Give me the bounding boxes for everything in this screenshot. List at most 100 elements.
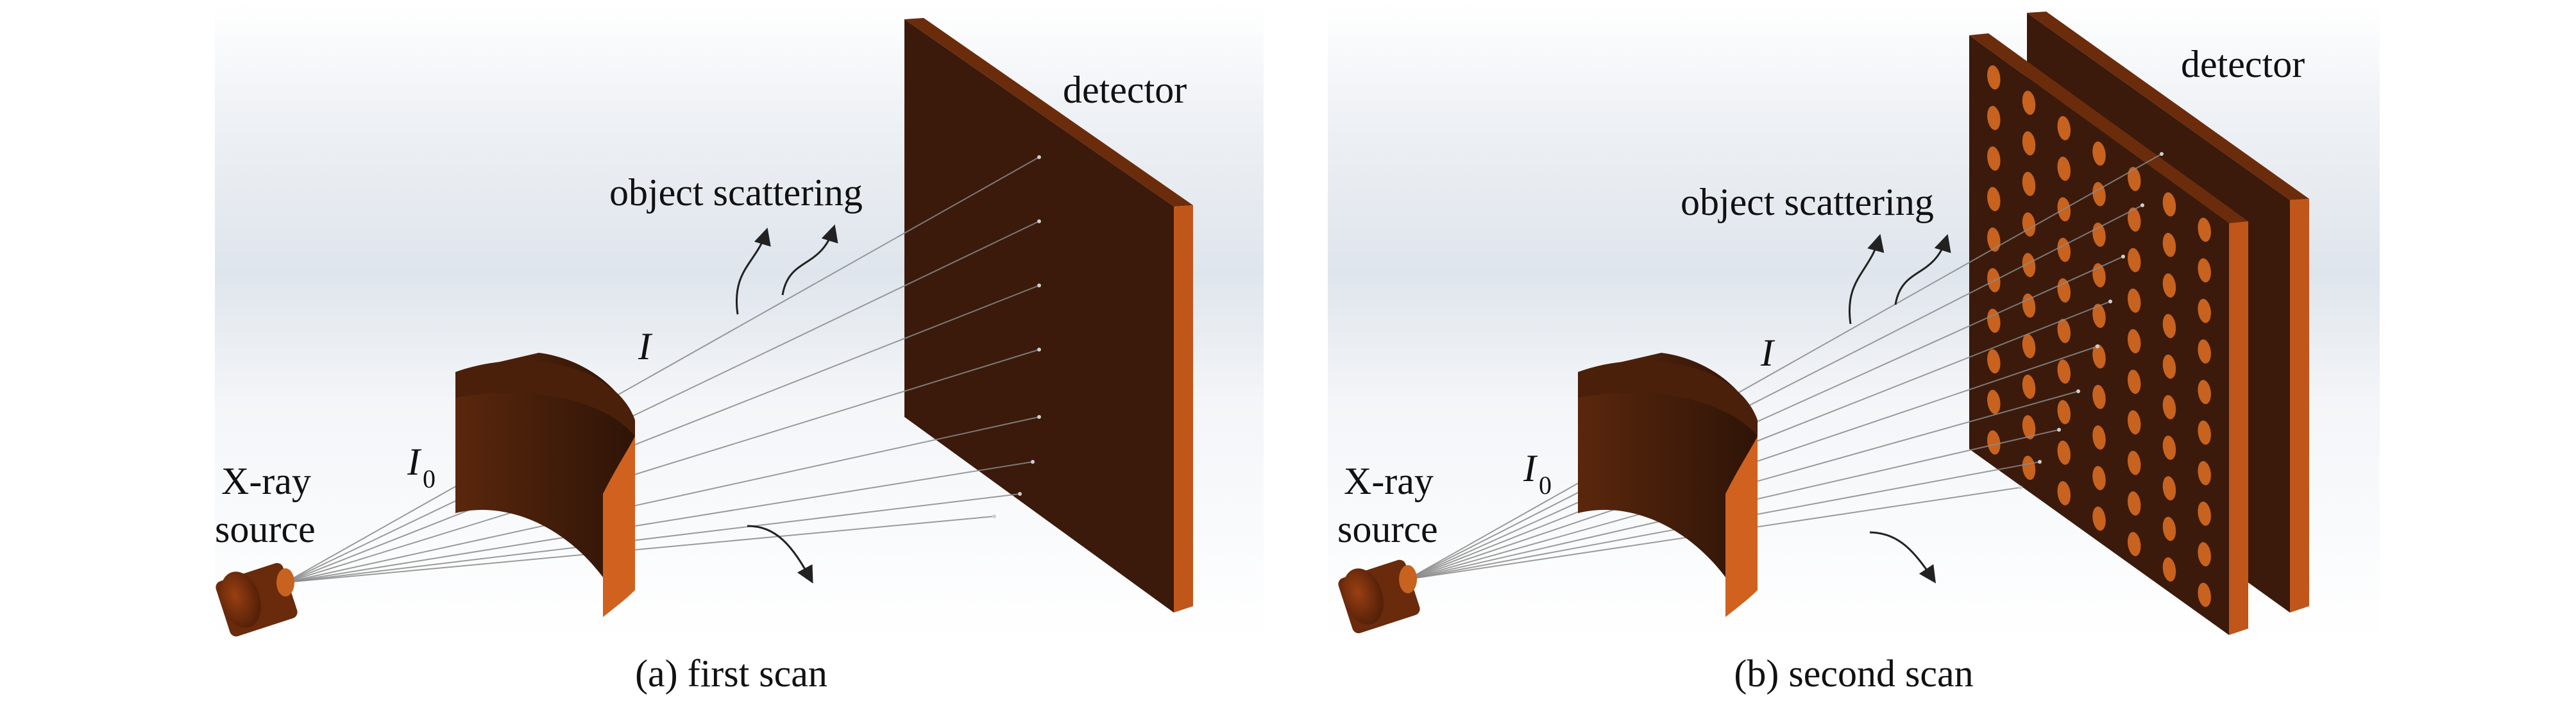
beam-hit-point — [1018, 492, 1022, 496]
aperture-hole — [2057, 319, 2071, 343]
aperture-hole — [1987, 389, 2001, 414]
aperture-hole — [2092, 506, 2106, 531]
scatter-arrow — [747, 525, 813, 584]
detector-top-edge — [2027, 12, 2309, 200]
beam-hit-point — [1037, 284, 1041, 287]
aperture-hole — [2057, 400, 2071, 425]
scattering-label: object scattering — [609, 171, 863, 214]
aperture-hole — [1987, 187, 2001, 212]
aperture-hole — [2162, 354, 2176, 379]
beam-hit-point — [1037, 415, 1041, 419]
aperture-hole — [2198, 542, 2211, 566]
beam-hit-point — [2096, 344, 2099, 348]
beam-hit-point — [2038, 460, 2042, 464]
aperture-hole — [2057, 440, 2071, 465]
aperture-hole — [2092, 141, 2106, 166]
aperture-hole — [2022, 253, 2036, 278]
detector-top-edge — [904, 18, 1193, 207]
scatter-arrow — [736, 227, 771, 315]
object-top — [455, 360, 635, 436]
beam-hit-point — [2121, 255, 2125, 258]
aperture-hole — [1987, 309, 2001, 333]
beam-hit-point — [1037, 348, 1041, 352]
aperture-hole — [2022, 455, 2036, 480]
aperture-side-edge — [2229, 221, 2248, 635]
aperture-hole — [2127, 248, 2141, 273]
aperture-hole — [1987, 430, 2001, 455]
panel-caption: (a) first scan — [635, 652, 827, 695]
beam-hit-point — [2019, 486, 2022, 489]
aperture-hole — [2022, 131, 2036, 156]
coded-aperture-plate — [1969, 33, 2248, 635]
beam-ray — [285, 349, 1040, 583]
beam-hit-point — [1031, 460, 1035, 464]
beam-ray — [285, 516, 995, 583]
object-face — [1578, 353, 1758, 577]
beam-ray — [1407, 301, 2111, 580]
xray-beams — [285, 155, 1041, 583]
source-label-line2: source — [215, 508, 316, 550]
incident-intensity-label: I 0 — [407, 441, 436, 493]
scattering-label: object scattering — [1681, 181, 1934, 223]
scatter-arrow — [1894, 233, 1951, 305]
beam-hit-point — [2140, 203, 2144, 207]
object-top — [1578, 360, 1758, 436]
object-curved-edge — [603, 436, 635, 617]
beam-hit-point — [2057, 428, 2061, 432]
panel-caption: (b) second scan — [1734, 652, 1973, 695]
aperture-hole — [1987, 146, 2001, 171]
aperture-hole — [2127, 410, 2141, 435]
source-label-line1: X-ray — [221, 460, 311, 502]
aperture-hole — [2092, 425, 2106, 450]
beam-hit-point — [1037, 219, 1041, 223]
aperture-hole — [2198, 298, 2211, 323]
svg-text:0: 0 — [423, 464, 436, 493]
beam-ray — [1407, 205, 2143, 580]
aperture-hole — [1987, 349, 2001, 374]
source-label-line1: X-ray — [1344, 460, 1434, 502]
beam-hit-point — [992, 514, 996, 518]
aperture-hole — [2198, 502, 2211, 526]
aperture-hole — [2057, 481, 2071, 505]
aperture-top-edge — [1969, 33, 2248, 223]
xray-source — [216, 563, 298, 637]
aperture-hole — [2162, 192, 2176, 217]
aperture-hole — [1987, 106, 2001, 130]
panel-second-scan: detector object scattering I I 0 X-ray s… — [1328, 3, 2380, 695]
aperture-hole — [2162, 476, 2176, 501]
aperture-hole — [2057, 359, 2071, 384]
source-front — [1343, 568, 1384, 625]
transmitted-intensity-label: I — [638, 325, 653, 368]
aperture-hole — [2198, 258, 2211, 283]
beam-ray — [285, 285, 1040, 583]
source-aperture — [1399, 565, 1417, 593]
aperture-hole — [2162, 436, 2176, 460]
aperture-hole — [2198, 420, 2211, 445]
aperture-hole — [2092, 303, 2106, 328]
aperture-hole — [2022, 293, 2036, 318]
source-label-line2: source — [1337, 508, 1438, 550]
detector-front-face — [904, 19, 1174, 613]
aperture-hole — [2127, 329, 2141, 353]
detector-side-edge — [2290, 199, 2309, 613]
beam-ray — [285, 221, 1040, 583]
scattering-object — [455, 353, 635, 617]
aperture-hole — [2092, 466, 2106, 491]
scatter-arrow — [781, 224, 838, 296]
detector-side-edge — [1174, 205, 1193, 613]
beam-hit-point — [2160, 152, 2164, 156]
aperture-hole — [2127, 167, 2141, 191]
aperture-hole — [2022, 90, 2036, 115]
aperture-hole — [2198, 339, 2211, 364]
beam-hit-point — [2076, 389, 2080, 393]
aperture-hole — [2057, 157, 2071, 181]
svg-text:I: I — [407, 441, 422, 483]
transmitted-intensity-label: I — [1760, 332, 1775, 374]
aperture-hole — [2057, 115, 2071, 140]
object-curved-edge — [1725, 436, 1758, 617]
aperture-hole — [2022, 415, 2036, 440]
detector-plate — [904, 18, 1193, 613]
aperture-holes — [1987, 65, 2211, 607]
beam-ray — [285, 493, 1021, 583]
aperture-hole — [2092, 384, 2106, 409]
